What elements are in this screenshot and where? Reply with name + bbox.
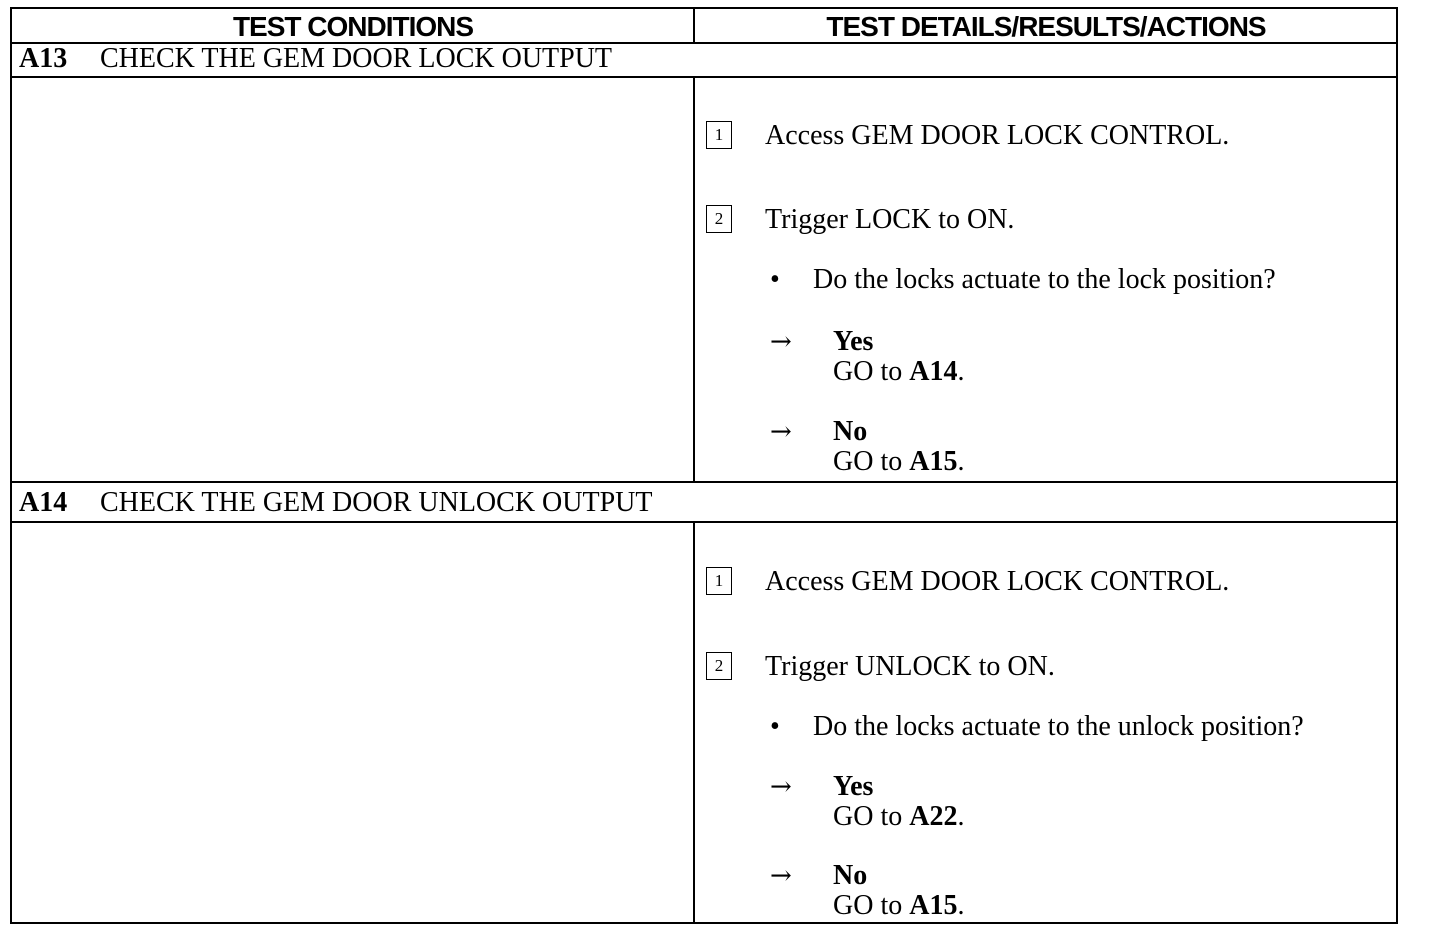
test-details-header: TEST DETAILS/RESULTS/ACTIONS: [826, 11, 1266, 42]
answer-action: GO to A15.: [833, 891, 964, 921]
action-suffix: .: [957, 801, 965, 832]
action-target-link[interactable]: A14: [909, 356, 958, 387]
step-text: Trigger LOCK to ON.: [765, 204, 1015, 235]
question-text: Do the locks actuate to the unlock posit…: [813, 711, 1304, 742]
section-title-text: CHECK THE GEM DOOR LOCK OUTPUT: [100, 43, 613, 74]
answer-action: GO to A22.: [833, 802, 964, 832]
arrow-right-icon: →: [770, 772, 792, 802]
question-text: Do the locks actuate to the lock positio…: [813, 264, 1276, 295]
answer-label: Yes: [833, 771, 874, 802]
section-a14-details: 1 Access GEM DOOR LOCK CONTROL. 2 Trigge…: [695, 521, 1395, 924]
section-id: A13: [19, 43, 68, 74]
test-conditions-header: TEST CONDITIONS: [232, 11, 474, 42]
action-suffix: .: [957, 356, 965, 387]
header-divider: [12, 42, 1396, 44]
step-number-box: 2: [706, 652, 732, 680]
section-a13-title: A13 CHECK THE GEM DOOR LOCK OUTPUT: [19, 42, 612, 76]
answer-label: No: [833, 416, 868, 447]
section-a14-title-divider: [12, 521, 1396, 523]
header-column-divider: [693, 9, 695, 42]
answer-action: GO to A15.: [833, 447, 964, 477]
bullet-icon: •: [770, 711, 780, 742]
action-prefix: GO to: [833, 890, 910, 921]
section-title-text: CHECK THE GEM DOOR UNLOCK OUTPUT: [100, 487, 653, 518]
section-a13-title-divider: [12, 76, 1396, 78]
section-id: A14: [19, 487, 68, 518]
action-prefix: GO to: [833, 356, 910, 387]
action-prefix: GO to: [833, 801, 910, 832]
step-text: Access GEM DOOR LOCK CONTROL.: [765, 566, 1230, 597]
step-number-box: 1: [706, 567, 732, 595]
arrow-right-icon: →: [770, 327, 792, 357]
action-target-link[interactable]: A15: [909, 446, 958, 477]
arrow-right-icon: →: [770, 417, 792, 447]
step-text: Trigger UNLOCK to ON.: [765, 651, 1055, 682]
section-a13-details: 1 Access GEM DOOR LOCK CONTROL. 2 Trigge…: [695, 76, 1395, 481]
action-suffix: .: [957, 446, 965, 477]
step-number-box: 1: [706, 121, 732, 149]
answer-action: GO to A14.: [833, 357, 964, 387]
answer-label: No: [833, 860, 868, 891]
section-a14-column-divider: [693, 521, 695, 924]
step-text: Access GEM DOOR LOCK CONTROL.: [765, 120, 1230, 151]
arrow-right-icon: →: [770, 861, 792, 891]
answer-label: Yes: [833, 326, 874, 357]
step-number-box: 2: [706, 205, 732, 233]
diagnostic-table: TEST CONDITIONS TEST DETAILS/RESULTS/ACT…: [10, 7, 1398, 924]
action-target-link[interactable]: A15: [909, 890, 958, 921]
section-a14-title: A14 CHECK THE GEM DOOR UNLOCK OUTPUT: [19, 486, 652, 520]
section-a14-top-divider: [12, 481, 1396, 483]
action-target-link[interactable]: A22: [909, 801, 958, 832]
section-a13-column-divider: [693, 76, 695, 481]
bullet-icon: •: [770, 264, 780, 295]
action-suffix: .: [957, 890, 965, 921]
action-prefix: GO to: [833, 446, 910, 477]
